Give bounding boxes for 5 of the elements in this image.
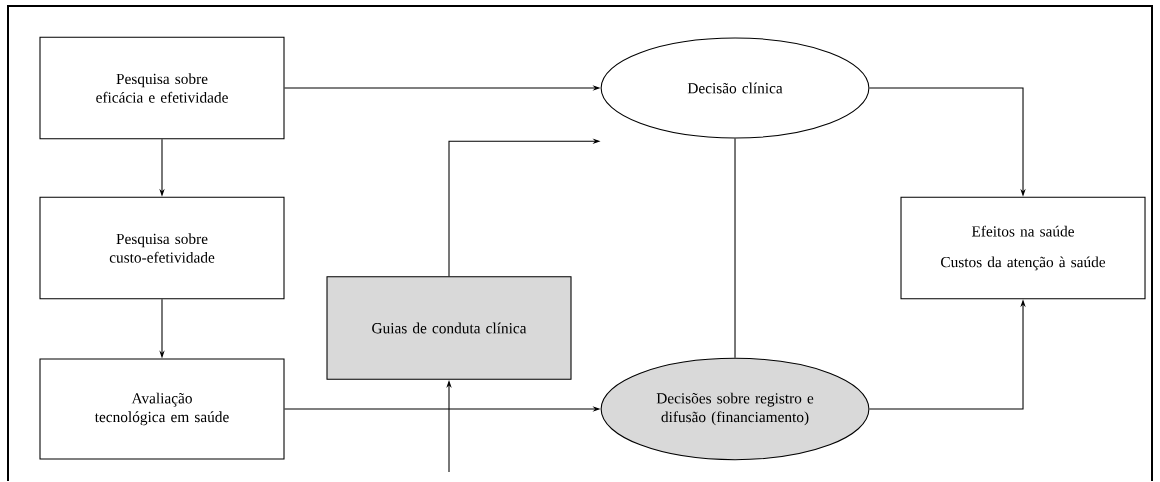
process-box: Guias de conduta clínica bbox=[326, 276, 572, 380]
process-box: Pesquisa sobre custo-efetividade bbox=[39, 196, 285, 300]
process-box: Pesquisa sobre eficácia e efetividade bbox=[39, 36, 285, 140]
process-box: Avaliação tecnológica em saúde bbox=[39, 358, 285, 460]
outcome-box: Efeitos na saúde Custos da atenção à saúde bbox=[900, 196, 1146, 300]
